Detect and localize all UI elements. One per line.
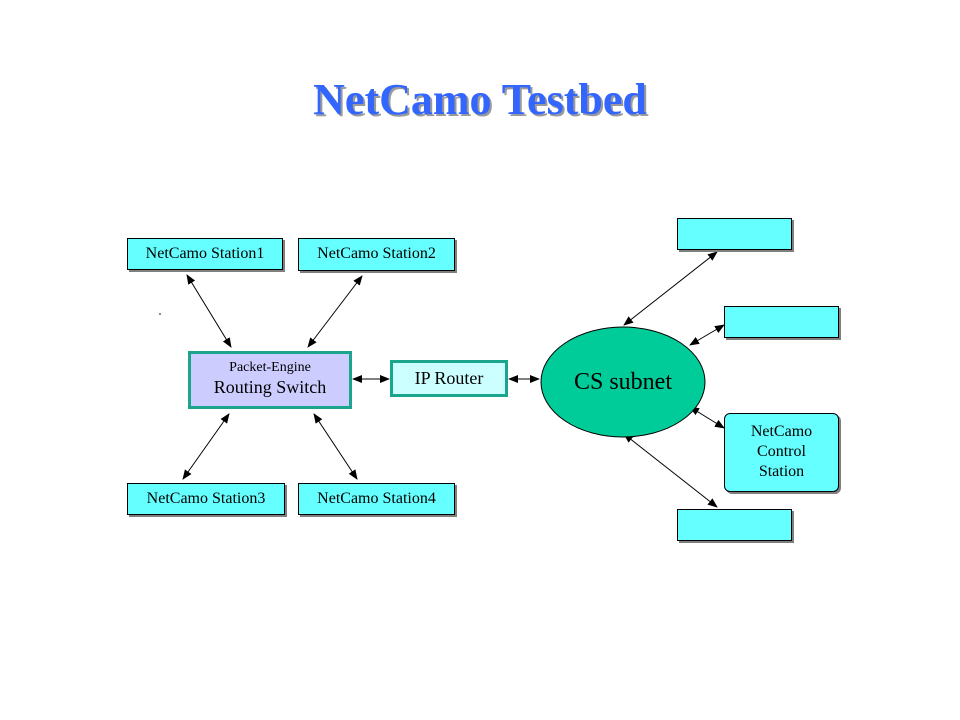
subnet-host1-box <box>677 218 792 250</box>
ip-router-label: IP Router <box>414 368 484 388</box>
subnet-host3-box <box>677 509 792 541</box>
link-subnet-control <box>689 406 725 429</box>
link-subnet-host3 <box>623 433 718 508</box>
switch-bottom-label: Routing Switch <box>213 377 327 397</box>
station4-label: NetCamo Station4 <box>317 490 436 507</box>
netcamo-station3-box: NetCamo Station3 <box>127 483 285 515</box>
switch-top-label: Packet-Engine <box>229 360 311 375</box>
control-line3: Station <box>758 463 805 480</box>
link-subnet-host1 <box>623 251 718 326</box>
ip-router-box: IP Router <box>390 360 508 397</box>
link-subnet-host2 <box>689 324 725 346</box>
netcamo-station2-box: NetCamo Station2 <box>298 238 455 271</box>
diagram-title: NetCamo Testbed <box>313 75 647 124</box>
station3-label: NetCamo Station3 <box>146 490 266 507</box>
link-station2-switch <box>307 275 363 348</box>
stray-dot <box>159 313 161 315</box>
link-station1-switch <box>186 274 232 348</box>
control-line1: NetCamo <box>750 423 813 440</box>
routing-switch-box: Packet-Engine Routing Switch <box>188 351 352 409</box>
control-station-box: NetCamo Control Station <box>724 413 839 492</box>
netcamo-station1-box: NetCamo Station1 <box>127 238 283 270</box>
station2-label: NetCamo Station2 <box>317 245 436 262</box>
cs-subnet-label: CS subnet <box>573 369 672 395</box>
station1-label: NetCamo Station1 <box>145 245 265 262</box>
netcamo-station4-box: NetCamo Station4 <box>298 483 455 515</box>
subnet-host2-box <box>724 306 839 338</box>
link-switch-station4 <box>313 413 358 480</box>
link-switch-station3 <box>182 413 230 480</box>
cs-subnet-ellipse <box>540 326 706 438</box>
control-line2: Control <box>757 443 806 460</box>
